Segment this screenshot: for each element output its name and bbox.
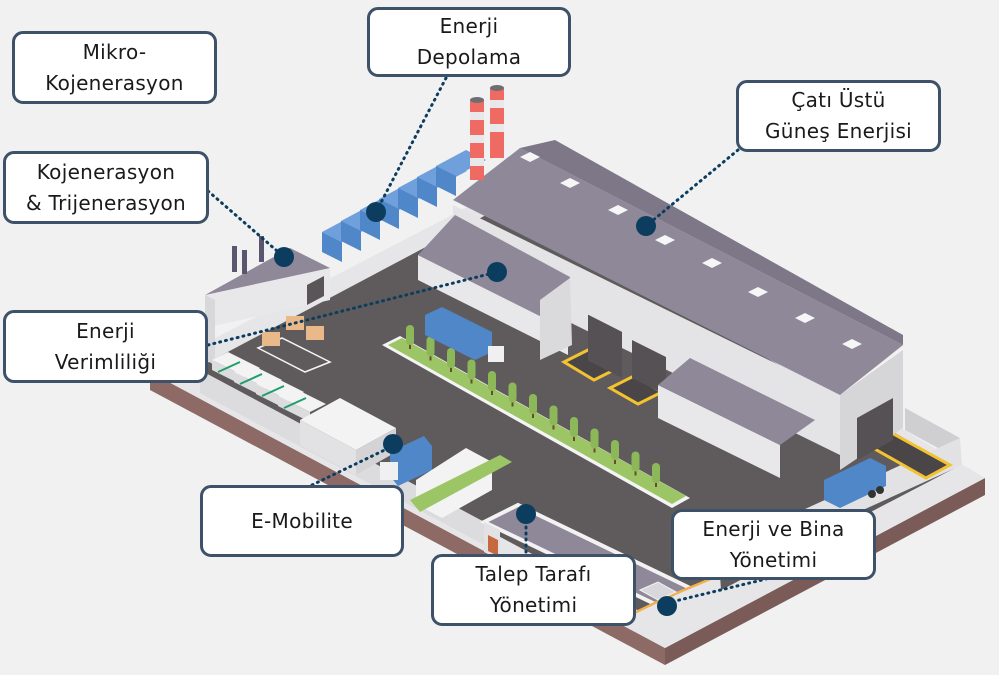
callout-enerji-depolama[interactable]: Enerji Depolama	[367, 7, 571, 77]
battery-side	[436, 166, 456, 196]
tree	[488, 371, 496, 395]
callout-talep-tarafi[interactable]: Talep Tarafı Yönetimi	[431, 554, 636, 626]
marker-bina[interactable]	[657, 596, 677, 616]
callout-cati-ustu-gunes[interactable]: Çatı Üstü Güneş Enerjisi	[736, 80, 941, 152]
callout-line: Kojenerasyon	[36, 159, 176, 184]
marker-kojenerasyon[interactable]	[274, 247, 294, 267]
marker-depolama[interactable]	[366, 202, 386, 222]
mgmt-door	[488, 535, 498, 556]
callout-enerji-verimliligi[interactable]: Enerji Verimliliği	[3, 310, 208, 383]
cogen-roof	[205, 248, 330, 295]
callout-line: Yönetimi	[489, 593, 578, 617]
callout-line: Yönetimi	[729, 547, 818, 572]
pallet-3	[306, 326, 324, 340]
pallets	[256, 316, 332, 373]
connector-bina	[665, 576, 772, 605]
connector-kojenerasyon	[206, 189, 286, 259]
electric-vans	[212, 352, 326, 422]
callout-line: Verimliliği	[54, 349, 157, 374]
skylight	[520, 152, 540, 162]
callout-kojenerasyon-trijenerasyon[interactable]: Kojenerasyon & Trijenerasyon	[3, 151, 209, 224]
callout-line: Enerji	[76, 318, 135, 343]
skylight	[560, 178, 580, 188]
connector-depolama	[374, 76, 448, 214]
skylight	[702, 258, 722, 268]
callout-line: Talep Tarafı	[475, 562, 592, 586]
callout-line: E-Mobilite	[251, 508, 353, 533]
tree	[426, 336, 435, 361]
skylight	[842, 339, 862, 349]
pallet-1	[262, 332, 280, 346]
skylight	[748, 287, 768, 297]
battery-side	[322, 232, 342, 262]
marker-talep[interactable]	[516, 504, 536, 524]
tree	[611, 440, 619, 464]
connector-lines	[206, 76, 772, 605]
annex2-roof	[658, 358, 815, 445]
skylight	[608, 205, 628, 215]
marker-emobilite[interactable]	[383, 434, 403, 454]
median-grass	[388, 338, 686, 504]
warehouse-door-1	[588, 314, 622, 378]
truck-blue-right	[824, 458, 886, 508]
connector-gunes	[644, 148, 740, 228]
warehouse-door-end	[857, 398, 893, 460]
cogen-wall	[205, 268, 330, 328]
battery-side	[398, 188, 418, 218]
callout-line: Güneş Enerjisi	[764, 119, 913, 143]
skylights	[520, 152, 862, 349]
callout-line: Depolama	[416, 45, 522, 69]
battery-side	[341, 221, 361, 251]
warehouse-door-2	[632, 340, 666, 395]
tree	[406, 325, 414, 349]
tree	[549, 405, 558, 430]
annex-wall	[418, 255, 568, 355]
connector-verimlilik	[206, 270, 499, 347]
callout-mikro-kojenerasyon[interactable]: Mikro- Kojenerasyon	[12, 31, 217, 104]
tree	[590, 428, 599, 453]
skylight	[655, 235, 675, 245]
solar-panel-grid	[638, 581, 678, 601]
callout-line: Enerji	[439, 14, 499, 38]
callout-line: Enerji ve Bina	[702, 516, 845, 541]
cogen-stack-2	[242, 250, 247, 274]
cogen-stack-1	[232, 246, 237, 272]
tree-median	[382, 325, 690, 508]
annex-building-right	[658, 358, 815, 478]
cogen-door	[307, 276, 324, 305]
skylight	[795, 313, 815, 323]
tree	[570, 417, 578, 441]
warehouse-roof-front	[453, 148, 903, 395]
tree-row	[406, 325, 660, 487]
tree	[508, 382, 517, 407]
tree	[652, 463, 660, 487]
warehouse-roof-back	[520, 140, 903, 345]
truck-blue-median	[425, 307, 504, 362]
callout-enerji-bina[interactable]: Enerji ve Bina Yönetimi	[671, 509, 876, 580]
callout-line: & Trijenerasyon	[26, 190, 186, 215]
tree	[631, 451, 640, 476]
tree	[467, 359, 476, 384]
tree	[447, 348, 455, 372]
chimney-2	[490, 85, 504, 158]
annex2-wall	[658, 385, 780, 478]
callout-e-mobilite[interactable]: E-Mobilite	[200, 485, 404, 557]
callout-line: Çatı Üstü	[791, 88, 886, 112]
callout-line: Mikro-	[82, 39, 147, 64]
hotspot-markers	[274, 202, 677, 616]
battery-side	[417, 177, 437, 207]
cogen-stack-3	[259, 236, 264, 262]
battery-containers	[322, 150, 486, 262]
electric-van	[278, 388, 326, 422]
chimney-1	[470, 97, 484, 180]
marker-verimlilik[interactable]	[487, 262, 507, 282]
tree	[529, 394, 537, 418]
callout-line: Kojenerasyon	[45, 70, 184, 95]
marker-gunes[interactable]	[636, 216, 656, 236]
annex-end	[540, 278, 572, 360]
trailer-white	[410, 448, 512, 518]
chimneys	[470, 85, 504, 180]
